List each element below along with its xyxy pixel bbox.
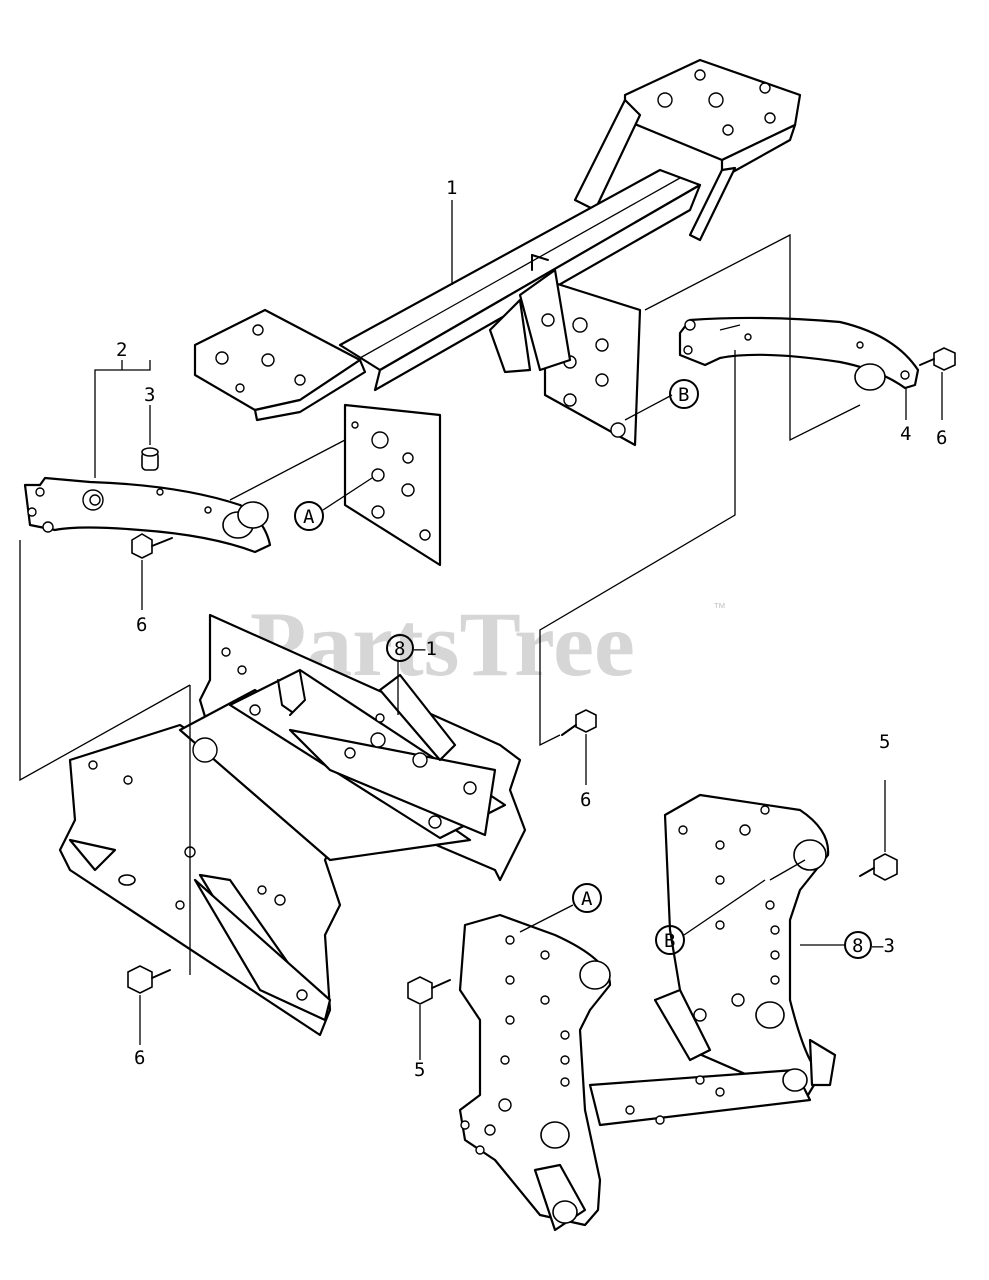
callout-8-3-number: 8 [852, 935, 863, 957]
callout-6-left: 6 [136, 614, 147, 636]
part-6-bolt-lower-left[interactable] [127, 965, 171, 994]
callout-8-3: 8 –3 [844, 931, 895, 959]
callout-8-1-suffix: –1 [414, 638, 437, 660]
part-3-pin[interactable] [141, 447, 159, 471]
part-8-3-lower-mount[interactable] [458, 793, 837, 1232]
part-6-bolt-middle[interactable] [561, 709, 597, 736]
callout-6-upper-right: 6 [936, 427, 947, 449]
callout-8-1-number: 8 [394, 638, 405, 660]
callout-3: 3 [144, 384, 155, 406]
callout-5-left: 5 [414, 1059, 425, 1081]
part-8-1-lower-frame[interactable] [58, 613, 527, 1037]
assembly-guide-lines [19, 233, 861, 975]
reference-a-upper: A [294, 501, 324, 531]
reference-a-lower: A [572, 883, 602, 913]
callout-8-3-suffix: –3 [872, 935, 895, 957]
callout-6-lower-left: 6 [134, 1047, 145, 1069]
callout-8-1: 8 –1 [386, 634, 437, 662]
callout-4: 4 [900, 423, 911, 445]
part-5-bolt-left[interactable] [407, 976, 451, 1005]
part-2-left-arm[interactable] [23, 476, 272, 554]
part-4-right-arm[interactable] [678, 316, 920, 391]
reference-b-lower: B [655, 925, 685, 955]
reference-b-upper-letter: B [678, 384, 689, 406]
callout-leaders [94, 200, 943, 1060]
callout-2: 2 [116, 339, 127, 361]
part-1-main-frame[interactable] [193, 58, 802, 567]
reference-b-lower-letter: B [664, 930, 675, 952]
part-6-bolt-left[interactable] [131, 533, 173, 559]
callout-6-middle: 6 [580, 789, 591, 811]
part-5-bolt-right[interactable] [859, 853, 898, 881]
callout-5-right: 5 [879, 731, 890, 753]
part-6-bolt-upper-right[interactable] [919, 347, 956, 371]
callout-1: 1 [446, 177, 457, 199]
reference-b-upper: B [669, 379, 699, 409]
reference-a-lower-letter: A [581, 888, 593, 910]
watermark-trademark: ™ [713, 600, 726, 615]
reference-a-upper-letter: A [303, 506, 315, 528]
